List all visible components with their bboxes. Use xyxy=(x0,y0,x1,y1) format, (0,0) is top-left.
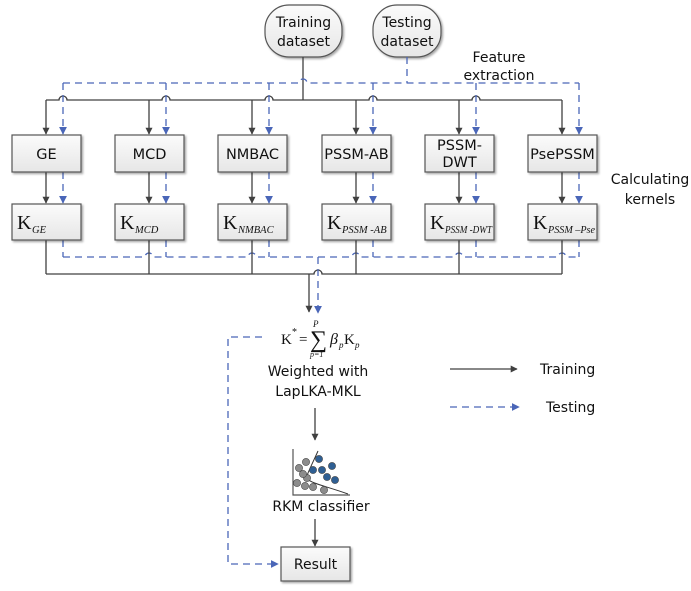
kernel-symbol-psepssm: K xyxy=(533,212,548,234)
method-label-psepssm: PsePSSM xyxy=(530,147,595,163)
method-box-pssm-ab[interactable]: PSSM-AB xyxy=(321,134,392,173)
kernel-subscript-ge: GE xyxy=(32,225,47,236)
kernel-symbol-pssm-dwt: K xyxy=(430,212,445,234)
calculating-kernels-label-line2: kernels xyxy=(625,192,675,208)
formula-lhs-sup: * xyxy=(292,327,297,338)
result-node[interactable]: Result xyxy=(280,546,351,582)
scatter-point xyxy=(315,455,323,463)
feature-extraction-label-line1: Feature xyxy=(473,50,526,66)
kernel-subscript-pssm-ab: PSSM -AB xyxy=(341,225,387,236)
formula-k: K xyxy=(344,332,355,348)
kernel-symbol-pssm-ab: K xyxy=(327,212,342,234)
scatter-point xyxy=(318,466,326,474)
method-label-pssm-ab: PSSM-AB xyxy=(324,147,388,163)
formula-equals: = xyxy=(299,332,307,348)
mkl-formula: K * = ∑ P p=1 β p K p xyxy=(281,319,360,359)
scatter-point xyxy=(320,486,328,494)
scatter-point xyxy=(293,479,301,487)
formula-lhs: K xyxy=(281,332,292,348)
scatter-point xyxy=(295,464,303,472)
testing-path-to-result xyxy=(227,336,279,568)
formula-beta: β xyxy=(329,331,338,348)
method-box-nmbac[interactable]: NMBAC xyxy=(217,134,288,173)
formula-k-sub: p xyxy=(354,340,360,350)
testing-dataset-label-line1: Testing xyxy=(381,15,431,31)
scatter-point xyxy=(302,458,310,466)
classifier-label: RKM classifier xyxy=(272,499,370,515)
connector-lines xyxy=(42,57,583,314)
scatter-point xyxy=(309,466,317,474)
formula-sum: ∑ xyxy=(310,327,327,353)
scatter-point xyxy=(301,482,309,490)
legend: Training Testing xyxy=(450,362,595,416)
scatter-point xyxy=(309,483,317,491)
kernel-symbol-ge: K xyxy=(17,212,32,234)
method-label-pssm-dwt: DWT xyxy=(442,155,477,171)
training-dataset-label-line2: dataset xyxy=(277,34,330,50)
scatter-point xyxy=(323,473,331,481)
formula-beta-sub: p xyxy=(338,340,344,350)
legend-training-label: Training xyxy=(539,362,595,378)
feature-extraction-label-line2: extraction xyxy=(464,68,535,84)
method-box-pssm-dwt[interactable]: PSSM-DWT xyxy=(424,134,495,173)
training-dataset-node[interactable]: Training dataset xyxy=(264,4,343,58)
formula-upper-limit: P xyxy=(312,319,319,329)
method-box-ge[interactable]: GE xyxy=(11,134,82,173)
feature-method-boxes: GE MCD NMBAC PSSM-AB PSSM-DWT PsePSSM xyxy=(11,134,598,173)
formula-lower-limit: p=1 xyxy=(309,350,323,359)
method-label-mcd: MCD xyxy=(133,147,167,163)
training-feature-bus xyxy=(46,95,562,101)
method-box-psepssm[interactable]: PsePSSM xyxy=(527,134,598,173)
weighting-label-line2: LapLKA-MKL xyxy=(275,384,361,400)
kernel-subscript-psepssm: PSSM –Pse xyxy=(547,225,595,236)
kernel-subscript-pssm-dwt: PSSM -DWT xyxy=(444,225,493,236)
testing-feature-bus xyxy=(63,78,579,84)
scatter-point xyxy=(328,462,336,470)
training-kernel-bus xyxy=(46,269,562,275)
kernel-subscript-nmbac: NMBAC xyxy=(237,225,275,236)
testing-dataset-label-line2: dataset xyxy=(381,34,434,50)
legend-testing-label: Testing xyxy=(545,400,595,416)
method-label-ge: GE xyxy=(36,147,56,163)
calculating-kernels-label-line1: Calculating xyxy=(611,172,689,188)
method-box-mcd[interactable]: MCD xyxy=(114,134,185,173)
testing-dataset-node[interactable]: Testing dataset xyxy=(372,4,442,58)
kernel-symbol-nmbac: K xyxy=(223,212,238,234)
weighting-label-line1: Weighted with xyxy=(268,364,368,380)
method-label-nmbac: NMBAC xyxy=(226,147,279,163)
scatter-plot-icon xyxy=(292,449,350,496)
testing-kernel-bus xyxy=(63,252,579,258)
scatter-point xyxy=(299,470,307,478)
result-label: Result xyxy=(294,557,338,573)
training-dataset-label-line1: Training xyxy=(275,15,331,31)
kernel-symbol-mcd: K xyxy=(120,212,135,234)
scatter-point xyxy=(331,476,339,484)
kernel-subscript-mcd: MCD xyxy=(134,225,159,236)
method-label-pssm-dwt: PSSM- xyxy=(437,138,482,154)
